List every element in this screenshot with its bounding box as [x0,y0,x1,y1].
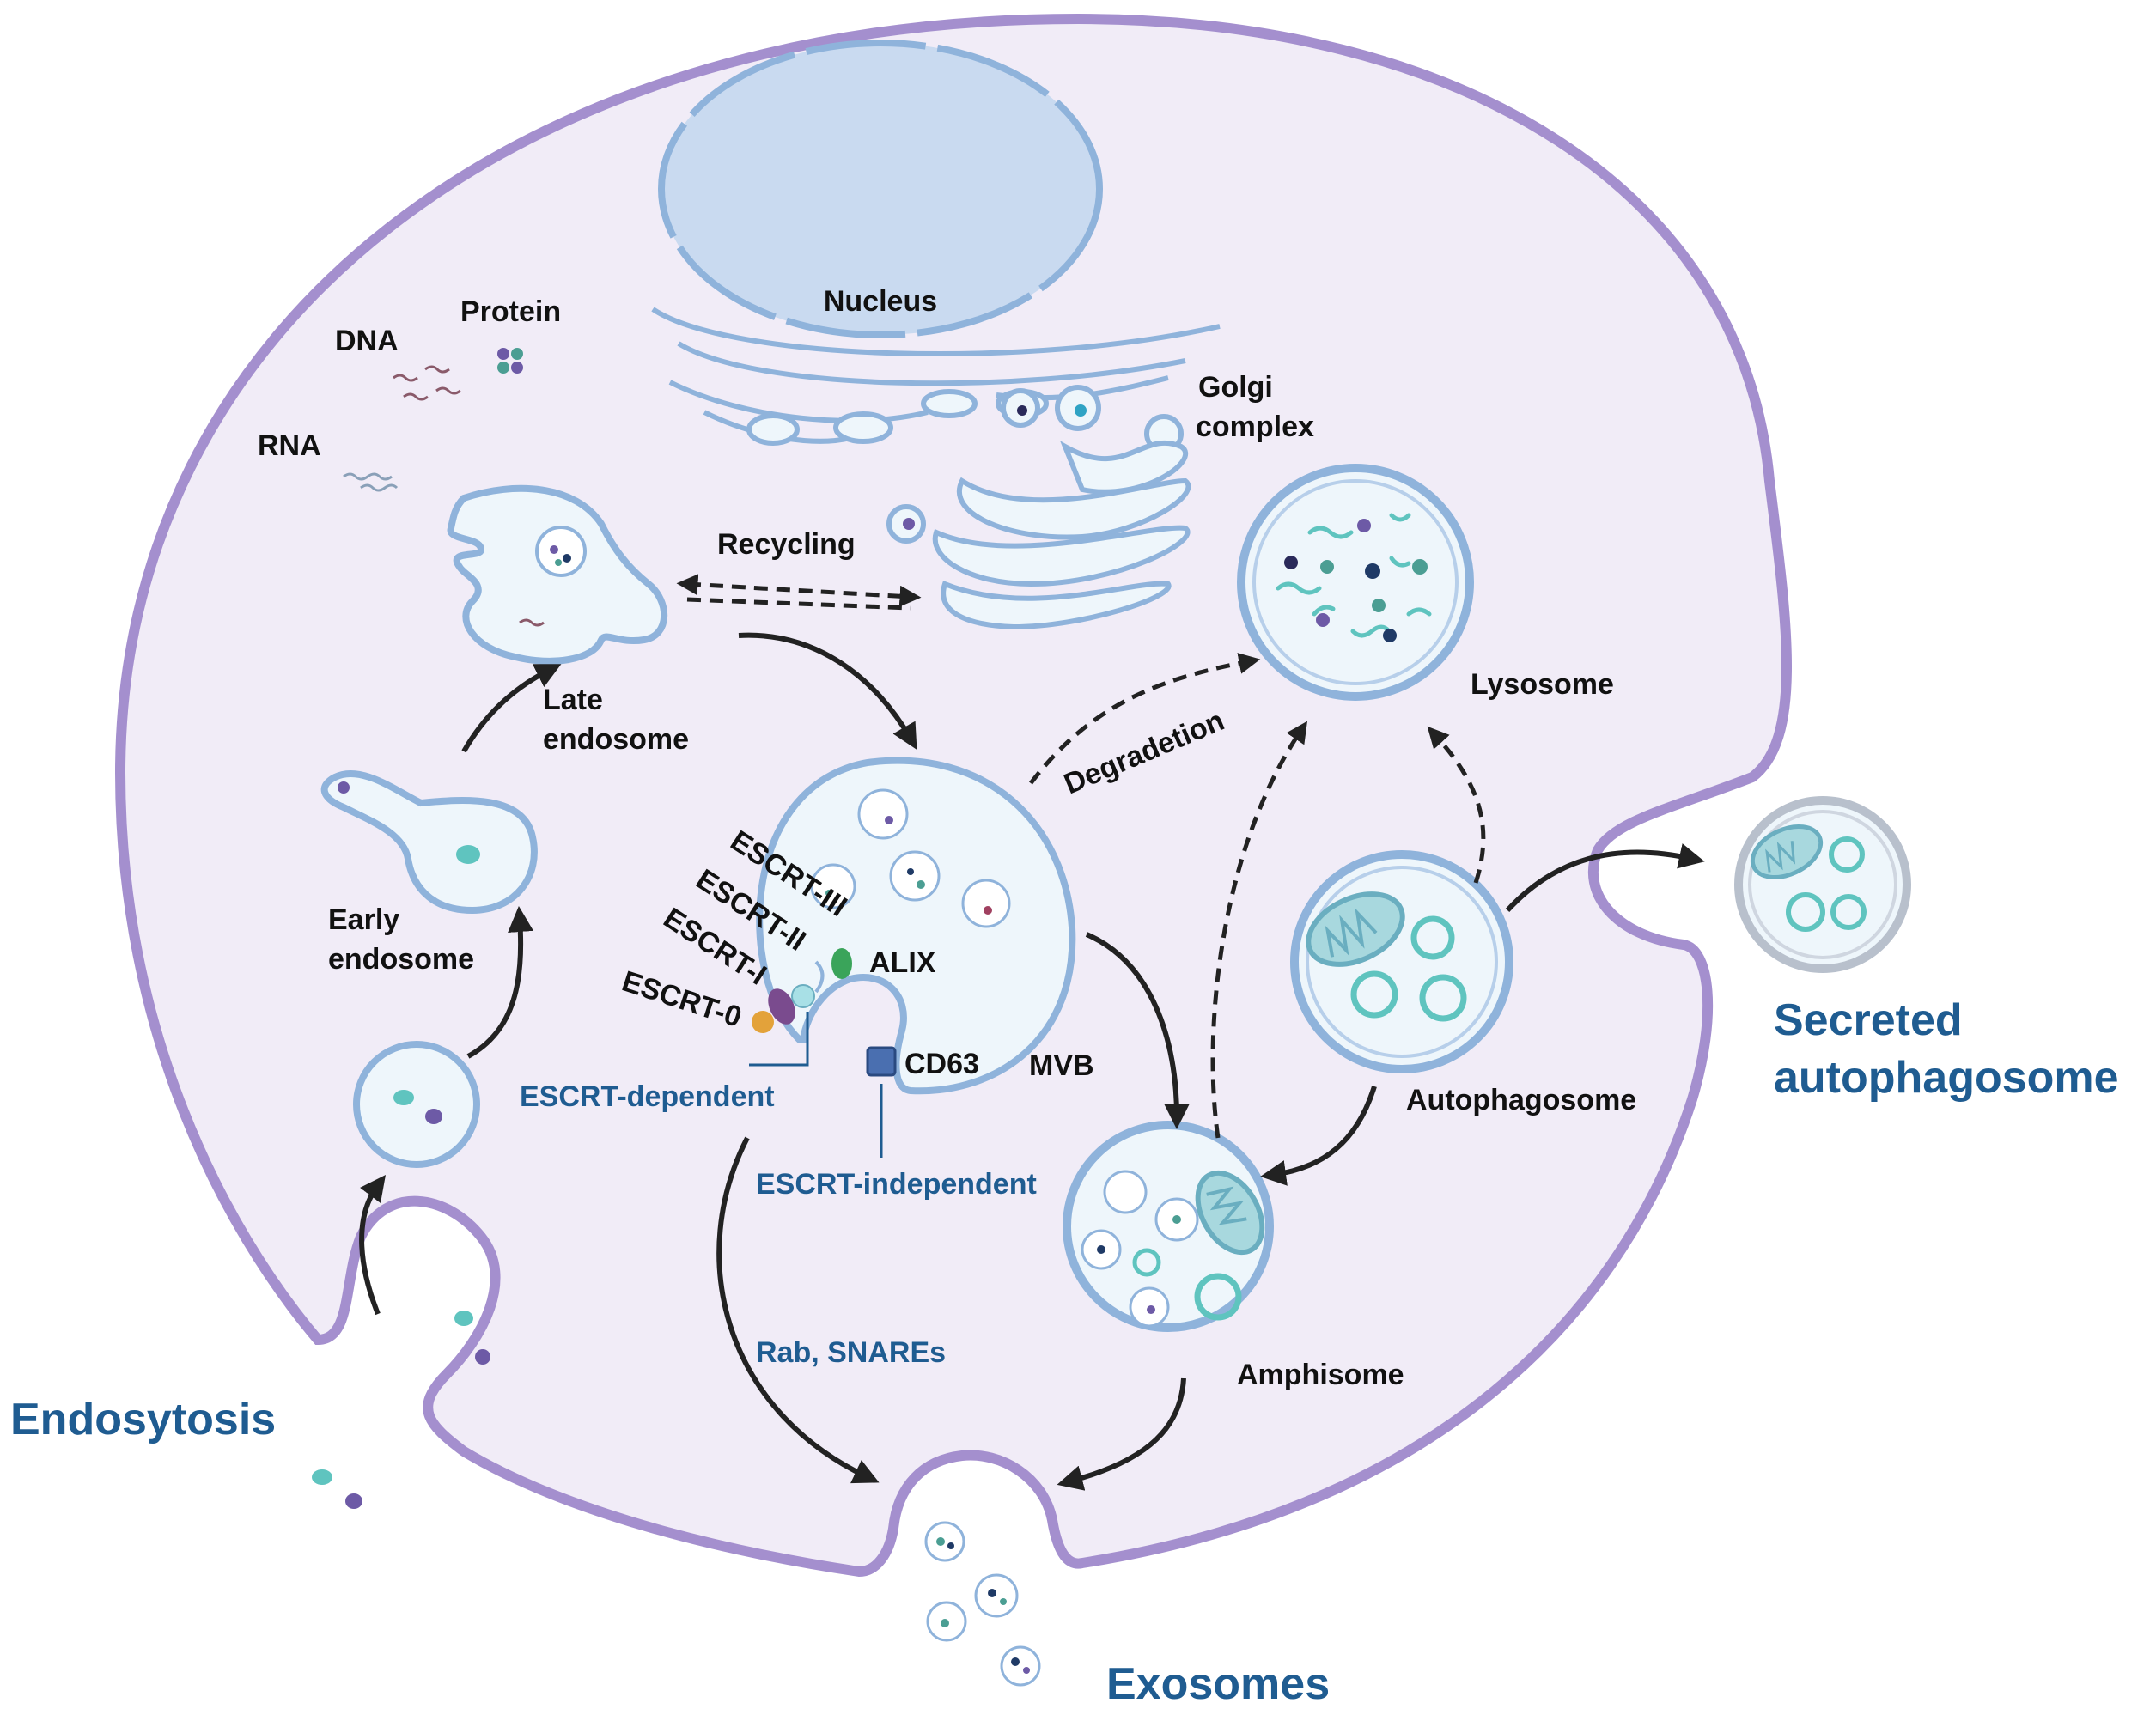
protein-icon [497,348,523,374]
mitochondrion-icon [1195,1170,1265,1256]
endocytosis-label: Endosytosis [10,1395,276,1444]
nucleus-label: Nucleus [824,285,937,318]
autophagosome-label: Autophagosome [1406,1084,1636,1116]
endocytic-vesicle [353,1041,480,1168]
cargo-dot [454,1311,473,1326]
er-vesicle-dot [1017,405,1027,416]
cd63-marker [866,1046,897,1077]
dna-icon [393,365,461,401]
secreted-autophagosome [1734,796,1911,973]
late-endosome [447,484,668,665]
exosome-cargo [936,1537,1030,1674]
lysosome-dashed-arrows [1210,721,1486,1139]
recycling-label: Recycling [717,528,856,561]
golgi-vesicle-dot [903,518,915,530]
pathway-arrows [359,632,1705,1491]
early-endosome-label: Early [328,903,399,936]
mvb [756,757,1076,1095]
lysosome [1237,464,1474,701]
amphisome-label: Amphisome [1237,1359,1404,1391]
lysosome-label: Lysosome [1471,668,1614,701]
late-endosome-label-line2: endosome [543,723,689,756]
cargo-dot [312,1469,332,1485]
alix-marker [831,948,852,979]
dna-label: DNA [335,325,399,357]
cargo-dot [345,1493,362,1509]
er-vesicle-dot [1075,404,1087,417]
rab-snares-label: Rab, SNAREs [756,1336,946,1369]
golgi-label-line2: complex [1196,411,1314,443]
escrt-dependent-label: ESCRT-dependent [520,1080,775,1113]
escrt-complex [752,960,825,1033]
nucleus [658,40,1103,338]
early-endosome-label-line2: endosome [328,943,474,976]
late-endosome-label: Late [543,684,603,716]
mvb-label: MVB [1029,1049,1094,1082]
recycling-arrows [676,574,922,611]
cargo-dot [475,1349,490,1365]
escrt-dependent-pointer [749,1012,809,1067]
exosome-vesicles [924,1521,1041,1687]
secreted-autophagosome-label-line2: autophagosome [1774,1053,2119,1103]
amphisome [1063,1121,1274,1332]
cd63-label: CD63 [904,1048,979,1080]
mitochondrion-icon [1306,891,1405,967]
exosomes-label: Exosomes [1106,1659,1330,1709]
escrt-independent-label: ESCRT-independent [756,1168,1037,1201]
rna-icon [343,472,399,492]
golgi-label: Golgi [1198,371,1273,404]
protein-label: Protein [460,295,561,328]
early-endosome [320,769,538,915]
alix-label: ALIX [869,946,936,979]
golgi-complex [886,440,1191,630]
rna-label: RNA [258,429,321,462]
secreted-autophagosome-label: Secreted [1774,995,1963,1045]
autophagosome [1290,850,1513,1073]
mitochondrion-icon [1750,824,1824,880]
